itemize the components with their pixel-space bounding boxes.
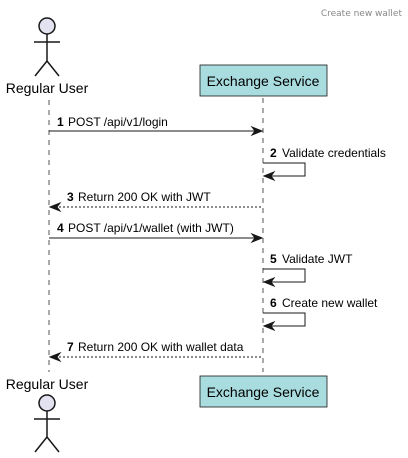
message-4: 4 POST /api/v1/wallet (with JWT) xyxy=(49,221,264,244)
message-3: 3 Return 200 OK with JWT xyxy=(48,190,263,213)
actor-user-bottom: Regular User xyxy=(6,376,89,453)
participant-label: Exchange Service xyxy=(207,73,320,89)
message-number: 1 xyxy=(57,115,64,129)
message-7: 7 Return 200 OK with wallet data xyxy=(48,340,263,363)
message-text: Validate credentials xyxy=(282,146,386,160)
message-5: 5 Validate JWT xyxy=(262,252,353,288)
message-number: 3 xyxy=(67,190,74,204)
message-1: 1 POST /api/v1/login xyxy=(49,115,264,137)
actor-label: Regular User xyxy=(6,80,89,96)
participant-label: Exchange Service xyxy=(207,384,320,400)
participant-box xyxy=(199,64,328,97)
arrow-head-icon xyxy=(262,320,276,332)
actor-user-top: Regular User xyxy=(6,17,89,96)
actor-label: Regular User xyxy=(6,376,89,392)
arrow-head-icon xyxy=(48,201,62,213)
message-number: 7 xyxy=(67,340,74,354)
arrow-head-icon xyxy=(48,351,62,363)
message-text: Validate JWT xyxy=(282,252,353,266)
participant-service-top: Exchange Service xyxy=(199,64,328,97)
message-2: 2 Validate credentials xyxy=(262,146,386,182)
arrow-head-icon xyxy=(250,232,264,244)
participant-box xyxy=(199,375,328,408)
arrow-head-icon xyxy=(262,276,276,288)
message-number: 4 xyxy=(57,221,64,235)
arrow-head-icon xyxy=(250,125,264,137)
arrow-head-icon xyxy=(262,170,276,182)
diagram-header: Create new wallet xyxy=(321,9,403,19)
stick-figure-icon xyxy=(34,394,60,453)
message-number: 2 xyxy=(270,146,277,160)
message-text: Create new wallet xyxy=(282,296,378,310)
message-6: 6 Create new wallet xyxy=(262,296,378,332)
message-text: POST /api/v1/wallet (with JWT) xyxy=(68,221,234,235)
stick-figure-icon xyxy=(34,17,60,77)
message-text: Return 200 OK with wallet data xyxy=(78,340,244,354)
message-number: 5 xyxy=(270,252,277,266)
message-text: POST /api/v1/login xyxy=(68,115,168,129)
participant-service-bottom: Exchange Service xyxy=(199,375,328,408)
message-text: Return 200 OK with JWT xyxy=(78,190,211,204)
message-number: 6 xyxy=(270,296,277,310)
